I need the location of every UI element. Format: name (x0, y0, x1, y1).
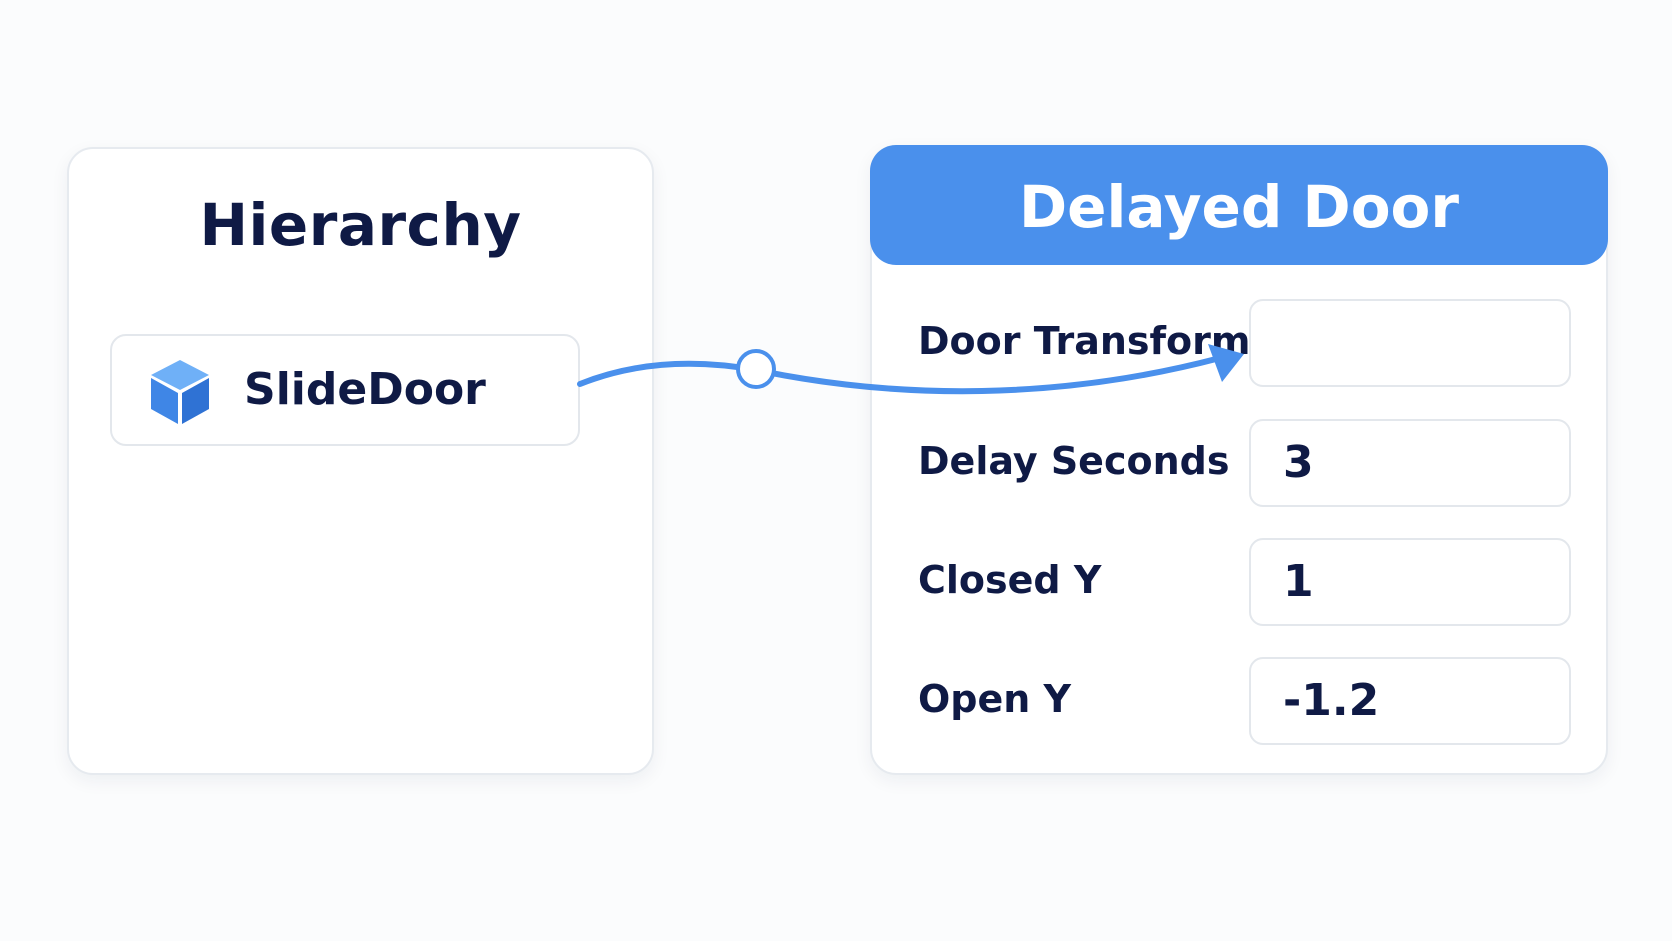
field-label: Delay Seconds (918, 439, 1230, 483)
field-label: Door Transform (918, 319, 1251, 363)
hierarchy-item-label: SlideDoor (244, 364, 486, 415)
open-y-field[interactable]: -1.2 (1249, 657, 1571, 745)
inspector-title: Delayed Door (1018, 173, 1459, 241)
field-row-delay-seconds: Delay Seconds 3 (918, 419, 1578, 509)
field-row-door-transform: Door Transform (918, 299, 1578, 389)
field-label: Open Y (918, 677, 1072, 721)
hierarchy-item-slidedoor[interactable]: SlideDoor (110, 334, 580, 446)
field-label: Closed Y (918, 558, 1102, 602)
inspector-header: Delayed Door (870, 145, 1608, 265)
closed-y-field[interactable]: 1 (1249, 538, 1571, 626)
delay-seconds-field[interactable]: 3 (1249, 419, 1571, 507)
hierarchy-panel: Hierarchy SlideDoor (67, 147, 654, 775)
cube-icon (151, 360, 209, 424)
hierarchy-title: Hierarchy (199, 191, 522, 259)
field-row-closed-y: Closed Y 1 (918, 538, 1578, 628)
door-transform-field[interactable] (1249, 299, 1571, 387)
connector-handle (736, 349, 776, 389)
inspector-panel: Delayed Door Door Transform Delay Second… (870, 145, 1608, 775)
field-row-open-y: Open Y -1.2 (918, 657, 1578, 747)
